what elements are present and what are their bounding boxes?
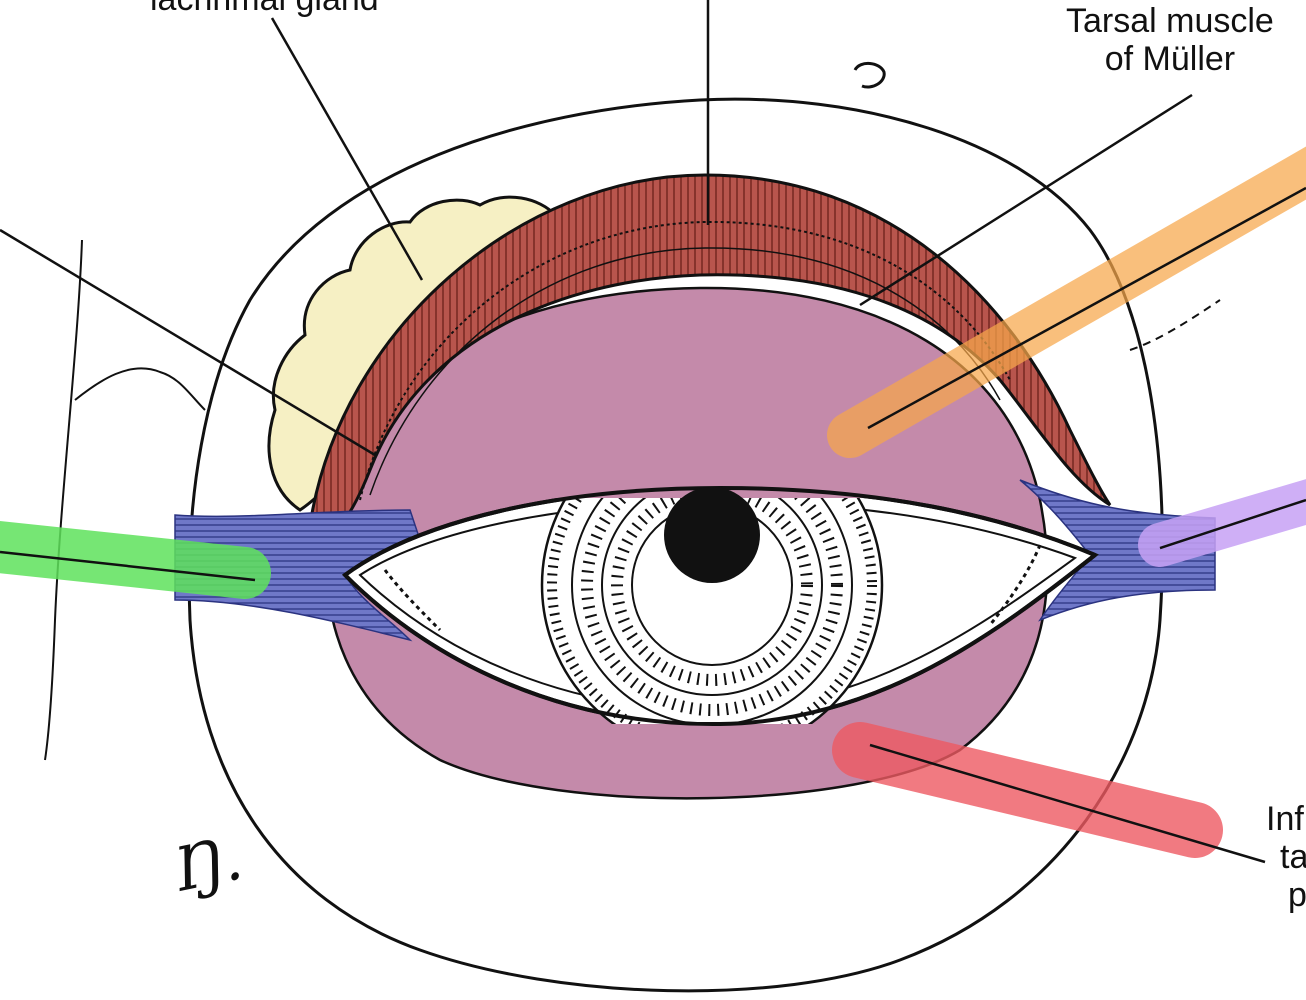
left-face-contour: [44, 239, 83, 761]
leader-purple: [1159, 498, 1306, 550]
brow-contour: [74, 367, 206, 411]
label-tarsal-muscle-of-muller: Tarsal muscle of Müller: [1066, 2, 1274, 78]
levator-muscle: [308, 173, 1112, 527]
label-inferior-line1: Inf: [1266, 800, 1304, 838]
muscle-inner-edge: [369, 247, 1001, 496]
leader-green: [0, 550, 256, 582]
medial-canthus-shading: [383, 569, 442, 632]
label-tarsal-line1: Tarsal muscle: [1066, 2, 1274, 40]
leader-red: [869, 743, 1266, 864]
highlight-red: [832, 722, 1223, 858]
lateral-palpebral-ligament: [1019, 479, 1216, 622]
right-temple-contour: [1129, 299, 1221, 351]
artist-signature: Ŋ.: [165, 823, 249, 907]
leader-left-upper: [0, 228, 376, 457]
leader-tarsal-muscle: [859, 93, 1193, 307]
top-mark: [853, 62, 886, 89]
leader-lacrimal: [270, 17, 424, 281]
pupil: [664, 487, 760, 583]
label-inferior-line3: p: [1288, 876, 1306, 914]
label-tarsal-line2: of Müller: [1104, 40, 1236, 78]
highlight-orange: [827, 146, 1306, 458]
lateral-canthus-shading: [988, 544, 1042, 626]
iris-lower-mask: [520, 724, 920, 760]
fissure-bottom-edge: [343, 553, 1097, 727]
label-lacrimal-gland: lachrimal gland: [150, 0, 379, 18]
leader-orange: [867, 186, 1306, 430]
highlight-green: [0, 520, 271, 599]
highlight-purple: [1138, 479, 1306, 567]
label-inferior-tarsal: Inf ta p: [1266, 800, 1306, 914]
label-inferior-line2: ta: [1280, 838, 1306, 876]
